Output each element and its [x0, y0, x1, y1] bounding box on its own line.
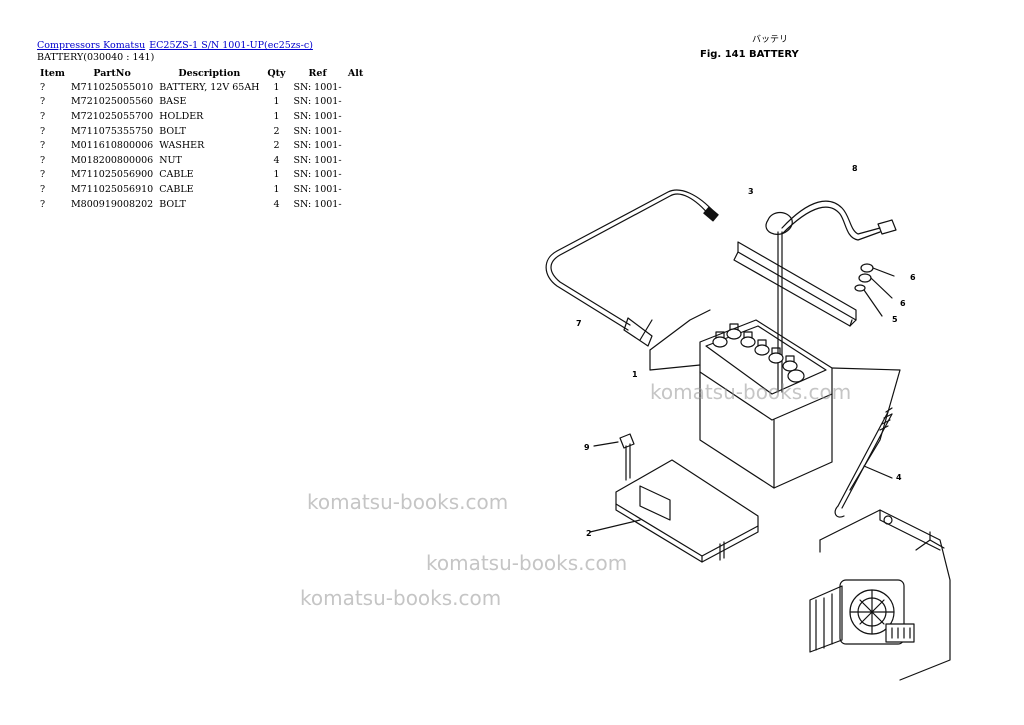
cell-ref: SN: 1001-: [293, 96, 342, 108]
cell-item: ?: [40, 96, 46, 108]
cell-description: WASHER: [159, 140, 205, 152]
breadcrumb-link-compressors[interactable]: Compressors Komatsu: [37, 40, 146, 51]
cell-alt: [345, 124, 367, 139]
table-row: ? M711075355750 BOLT 2 SN: 1001-: [37, 124, 367, 139]
cell-item: ?: [40, 169, 46, 181]
cell-partno: M711025056910: [70, 183, 154, 195]
header-description: Description: [178, 67, 241, 79]
header-item: Item: [40, 67, 65, 79]
cell-alt: [345, 182, 367, 197]
cell-description: BASE: [159, 96, 187, 108]
callout-8: 8: [852, 164, 858, 173]
cell-qty: 1: [273, 110, 280, 122]
parts-table: Item PartNo Description Qty Ref Alt ? M7…: [37, 66, 367, 211]
cell-alt: [345, 109, 367, 124]
table-row: ? M011610800006 WASHER 2 SN: 1001-: [37, 138, 367, 153]
cell-ref: SN: 1001-: [293, 169, 342, 181]
bolt-9: [593, 433, 635, 481]
breadcrumb-link-model[interactable]: EC25ZS-1 S/N 1001-UP(ec25zs-c): [149, 40, 313, 51]
bolt-4: [834, 407, 893, 518]
cell-partno: M711025056900: [70, 169, 154, 181]
watermark: komatsu-books.com: [307, 490, 509, 514]
cell-partno: M800919008202: [70, 198, 154, 210]
table-row: ? M800919008202 BOLT 4 SN: 1001-: [37, 197, 367, 212]
cell-partno: M721025005560: [70, 96, 154, 108]
cell-ref: SN: 1001-: [293, 198, 342, 210]
cell-alt: [345, 197, 367, 212]
cell-partno: M011610800006: [70, 140, 154, 152]
cell-alt: [345, 80, 367, 95]
cell-item: ?: [40, 183, 46, 195]
callout-5: 5: [892, 315, 898, 324]
cell-description: BATTERY, 12V 65AH: [159, 81, 260, 93]
cell-description: BOLT: [159, 198, 187, 210]
callout-6: 6: [910, 273, 916, 282]
battery-1: [649, 319, 901, 491]
figure-title: Fig. 141 BATTERY: [700, 49, 799, 60]
cell-item: ?: [40, 125, 46, 137]
cell-ref: SN: 1001-: [293, 183, 342, 195]
battery-exploded-diagram: Fig. 141 BATTERY バッテリ: [545, 34, 951, 681]
cell-item: ?: [40, 154, 46, 166]
callout-1: 1: [632, 370, 638, 379]
callout-2: 2: [586, 529, 592, 538]
cell-description: CABLE: [159, 169, 194, 181]
cell-description: NUT: [159, 154, 182, 166]
table-row: ? M711025055010 BATTERY, 12V 65AH 1 SN: …: [37, 80, 367, 95]
cell-item: ?: [40, 198, 46, 210]
cell-ref: SN: 1001-: [293, 81, 342, 93]
cell-alt: [345, 153, 367, 168]
nut-washer-stack: [854, 263, 895, 317]
cell-partno: M711075355750: [70, 125, 154, 137]
cable-7: [545, 189, 719, 351]
cell-item: ?: [40, 81, 46, 93]
cell-qty: 1: [273, 183, 280, 195]
header-ref: Ref: [308, 67, 327, 79]
table-row: ? M721025005560 BASE 1 SN: 1001-: [37, 95, 367, 110]
cell-partno: M721025055700: [70, 110, 154, 122]
header-partno: PartNo: [93, 67, 131, 79]
cell-qty: 4: [273, 154, 280, 166]
callout-9: 9: [584, 443, 590, 452]
section-label: BATTERY(030040 : 141): [37, 52, 155, 63]
cell-qty: 2: [273, 140, 280, 152]
header-alt: Alt: [347, 67, 364, 79]
table-row: ? M711025056900 CABLE 1 SN: 1001-: [37, 168, 367, 183]
base-2: [589, 459, 759, 563]
cell-qty: 1: [273, 81, 280, 93]
engine-assembly: [809, 509, 951, 681]
cable-8: [765, 200, 897, 393]
cell-ref: SN: 1001-: [293, 125, 342, 137]
table-row: ? M711025056910 CABLE 1 SN: 1001-: [37, 182, 367, 197]
cell-alt: [345, 138, 367, 153]
callout-7: 7: [576, 319, 582, 328]
cell-item: ?: [40, 110, 46, 122]
cell-description: BOLT: [159, 125, 187, 137]
holder-3: [733, 241, 857, 327]
cell-alt: [345, 168, 367, 183]
cell-ref: SN: 1001-: [293, 154, 342, 166]
figure-jp-title: バッテリ: [752, 34, 788, 45]
cell-qty: 1: [273, 96, 280, 108]
cell-description: CABLE: [159, 183, 194, 195]
table-header-row: Item PartNo Description Qty Ref Alt: [37, 66, 367, 80]
cell-partno: M711025055010: [70, 81, 154, 93]
cell-qty: 2: [273, 125, 280, 137]
callout-3: 3: [748, 187, 754, 196]
table-row: ? M721025055700 HOLDER 1 SN: 1001-: [37, 109, 367, 124]
cell-qty: 1: [273, 169, 280, 181]
cell-qty: 4: [273, 198, 280, 210]
watermark: komatsu-books.com: [300, 586, 502, 610]
table-row: ? M018200800006 NUT 4 SN: 1001-: [37, 153, 367, 168]
cell-description: HOLDER: [159, 110, 204, 122]
cell-item: ?: [40, 140, 46, 152]
callout-4: 4: [896, 473, 902, 482]
callout-6b: 6: [900, 299, 906, 308]
cell-alt: [345, 95, 367, 110]
header-qty: Qty: [267, 67, 286, 79]
cell-partno: M018200800006: [70, 154, 154, 166]
cell-ref: SN: 1001-: [293, 140, 342, 152]
cell-ref: SN: 1001-: [293, 110, 342, 122]
